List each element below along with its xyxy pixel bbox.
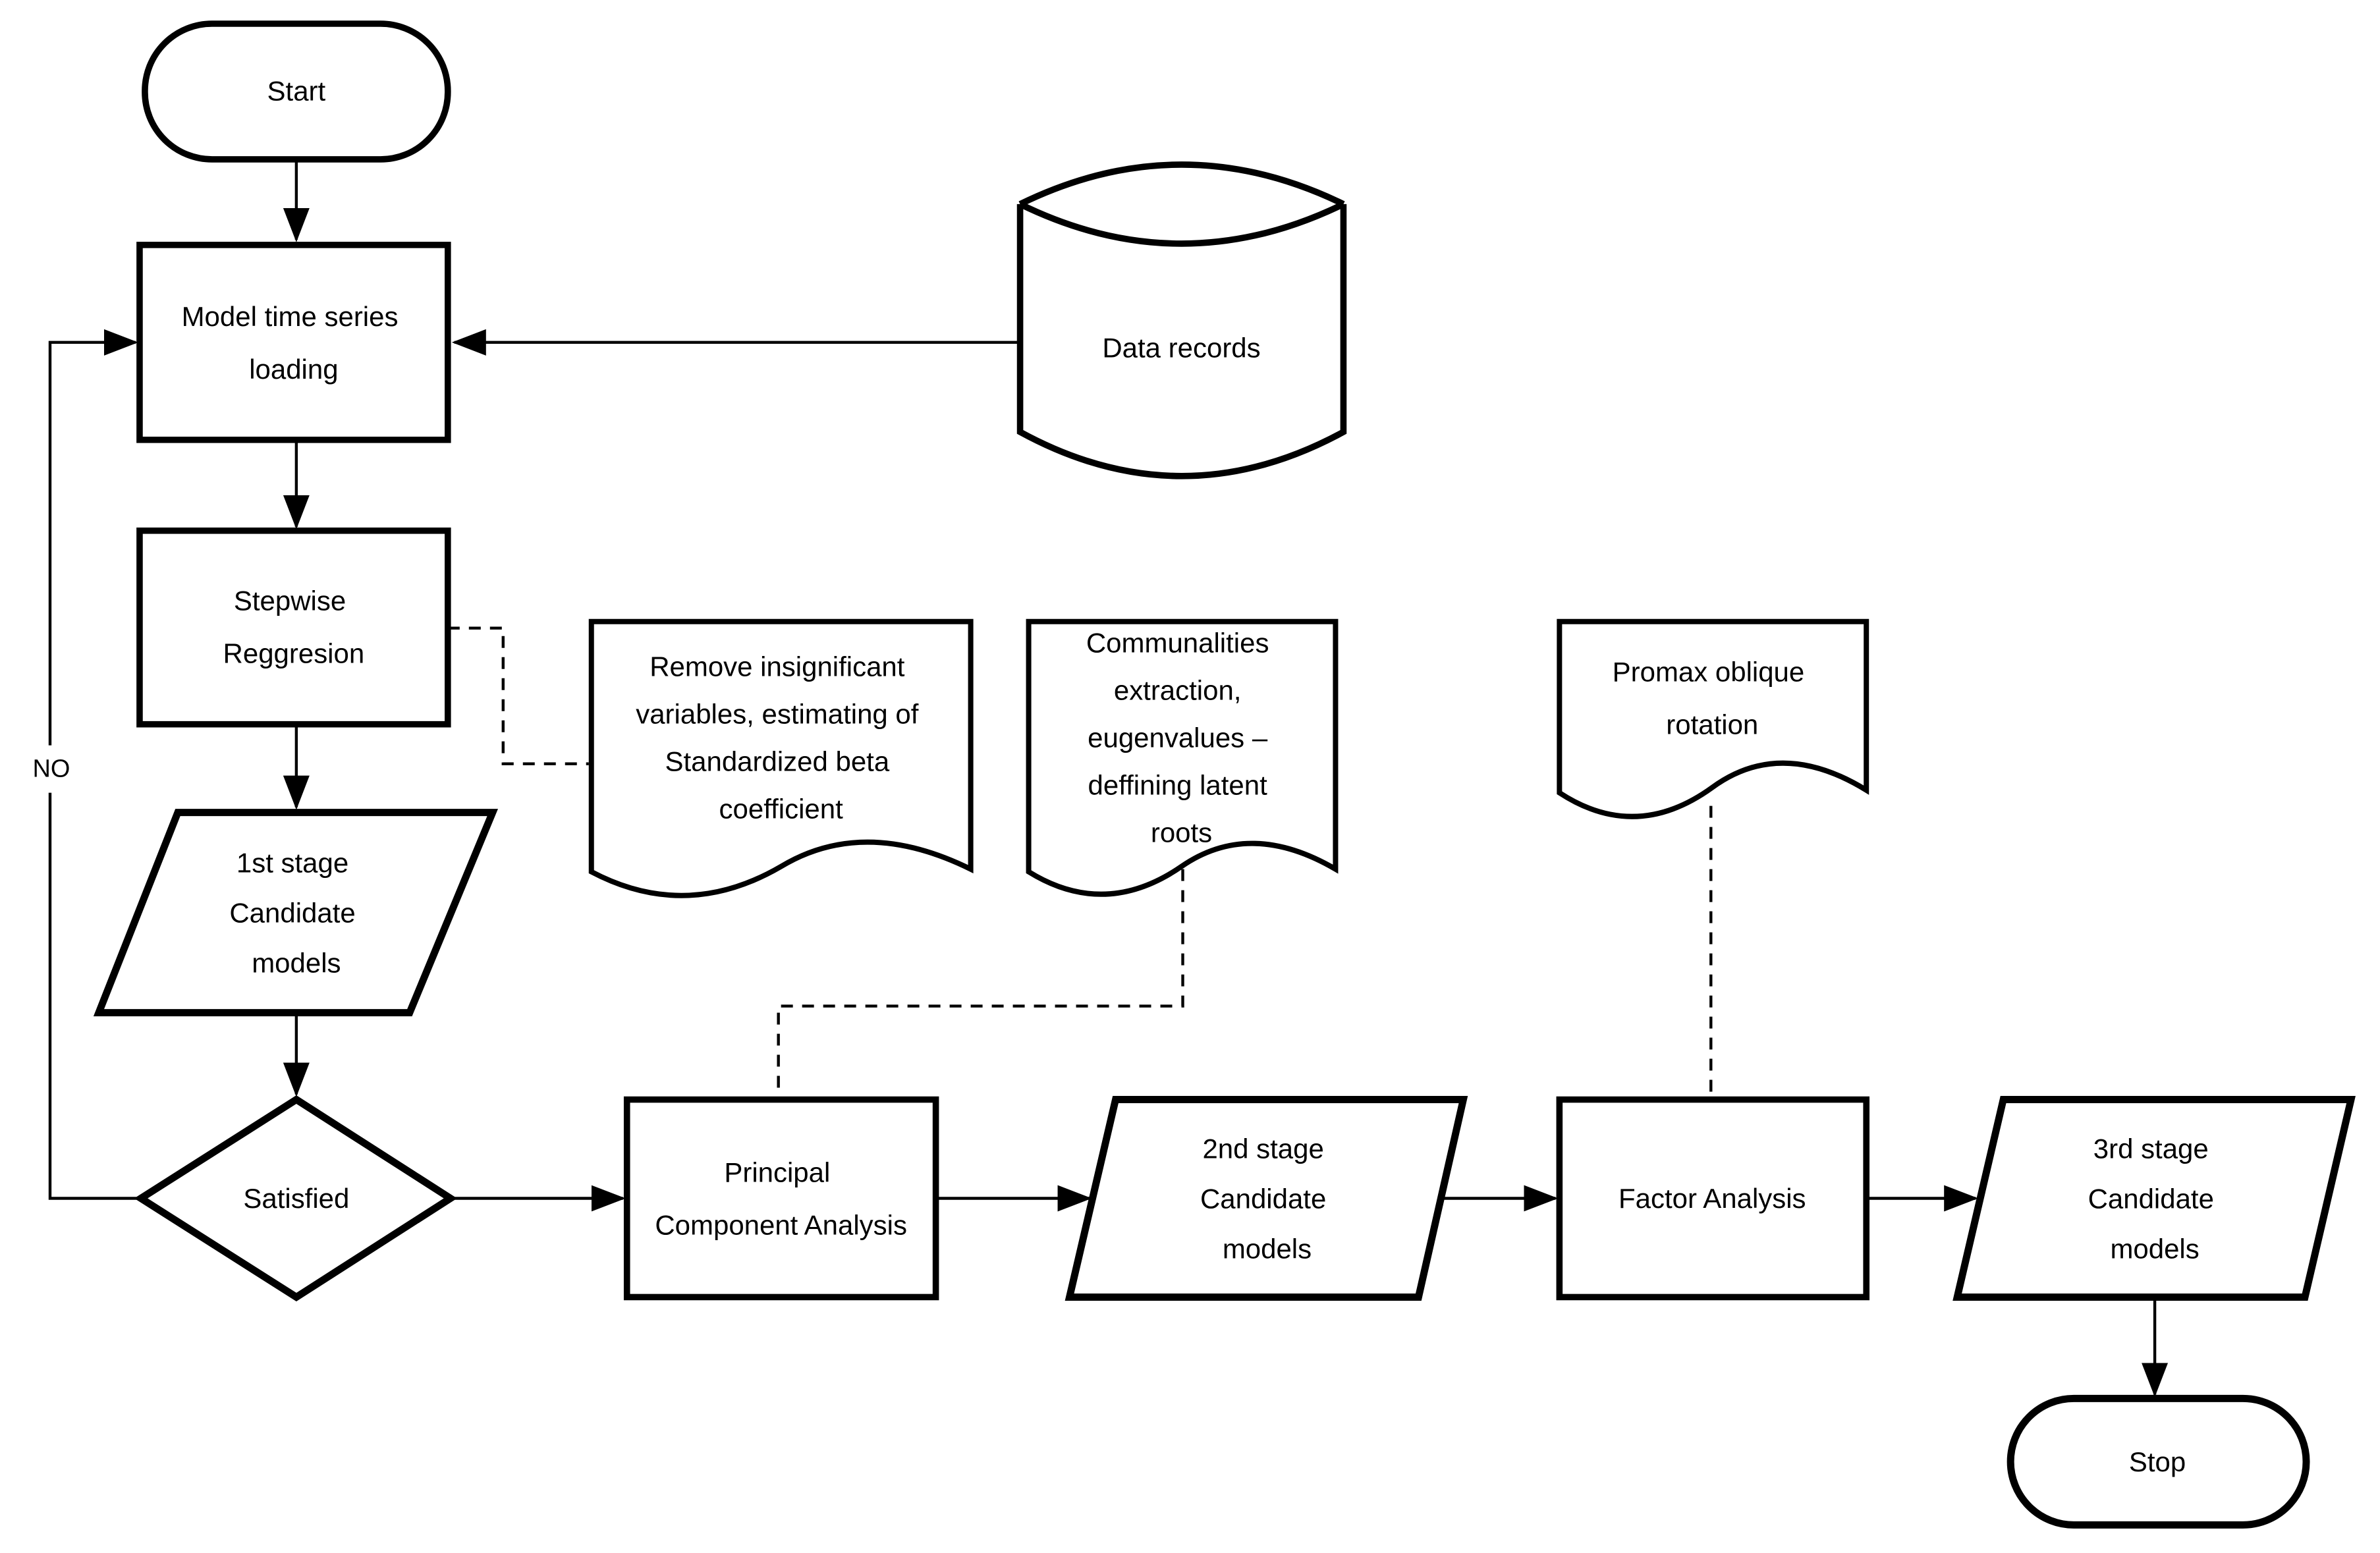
- note-communalities-label: Communalities extraction, eugenvalues – …: [1086, 627, 1277, 848]
- stage2-candidate-models-data: [1065, 1096, 1468, 1301]
- start-label: Start: [267, 75, 326, 106]
- no-label-backplate: [24, 745, 78, 793]
- pca-process: [623, 1096, 939, 1301]
- data-records-label: Data records: [1102, 332, 1260, 363]
- stepwise-regression-process: [136, 527, 451, 728]
- cylinder-body: [1016, 204, 1347, 479]
- note-remove-variables-label: Remove insignificant variables, estimati…: [636, 651, 926, 824]
- stage1-candidate-models-data: [93, 809, 499, 1017]
- cylinder-top-outer-arc: [1018, 161, 1345, 207]
- start-terminator: [142, 20, 451, 163]
- satisfied-label: Satisfied: [243, 1183, 349, 1214]
- stepwise-regression-label: Stepwise Reggresion: [223, 585, 365, 668]
- note-communalities: [1026, 618, 1339, 897]
- factor-analysis-process: [1556, 1096, 1870, 1301]
- stage3-label: 3rd stage Candidate models: [2088, 1133, 2222, 1264]
- factor-analysis-label: Factor Analysis: [1619, 1183, 1806, 1214]
- stage3-candidate-models-data: [1952, 1096, 2356, 1301]
- stop-terminator: [2006, 1394, 2310, 1529]
- satisfied-decision: [134, 1095, 458, 1301]
- model-loading-process: [136, 242, 451, 443]
- model-loading-label: Model time series loading: [182, 300, 406, 384]
- note-promax: [1557, 618, 1869, 819]
- stage2-label: 2nd stage Candidate models: [1200, 1133, 1334, 1264]
- pca-label: Principal Component Analysis: [655, 1157, 907, 1240]
- stop-label: Stop: [2129, 1446, 2186, 1477]
- no-branch-label: NO: [33, 755, 70, 783]
- stage1-label: 1st stage Candidate models: [229, 847, 363, 978]
- data-records-storage: Data records: [1016, 161, 1347, 479]
- note-promax-label: Promax oblique rotation: [1613, 656, 1812, 740]
- edge-stepwise-to-note-remove: [447, 626, 589, 765]
- cylinder-top-inner-arc: [1018, 201, 1345, 247]
- edge-note-communalities-to-pca: [777, 869, 1184, 1097]
- note-remove-variables: [588, 618, 974, 898]
